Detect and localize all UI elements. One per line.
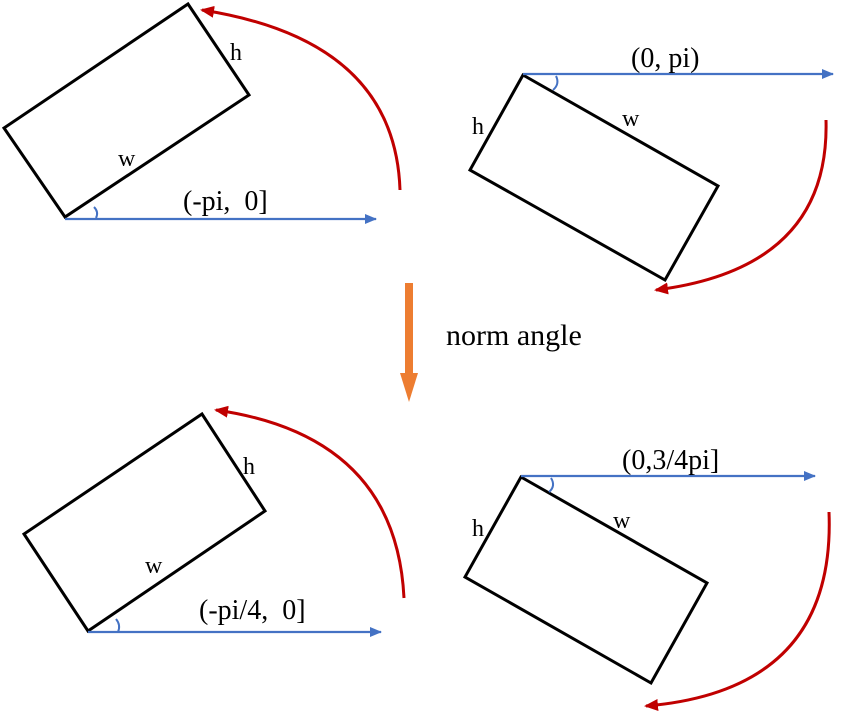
transform-arrow-head (400, 373, 418, 402)
angle-range-label: (-pi, 0] (183, 186, 268, 217)
height-label: h (472, 114, 484, 140)
panel-top-right: h w (0, pi) (467, 43, 834, 295)
width-label: w (118, 146, 136, 172)
angle-arc (115, 618, 121, 633)
transform-arrow-shaft (405, 283, 413, 375)
transform-label: norm angle (446, 319, 582, 352)
rectangle (1, 1, 252, 220)
angle-range-label: (-pi/4, 0] (199, 595, 306, 626)
width-label: w (145, 553, 163, 579)
angle-arc (93, 206, 99, 219)
angle-range-label: (0, pi) (631, 43, 699, 74)
rectangle (467, 72, 721, 283)
height-label: h (230, 40, 242, 66)
angle-arc (552, 75, 559, 91)
rectangle (462, 474, 710, 686)
angle-range-label: (0,3/4pi] (622, 445, 719, 476)
height-label: h (243, 454, 255, 480)
height-label: h (472, 516, 484, 542)
width-label: w (613, 508, 631, 534)
width-label: w (622, 106, 640, 132)
rotation-arrow (214, 405, 406, 599)
panel-top-left: h w (-pi, 0] (1, 1, 402, 224)
rectangle (21, 411, 268, 634)
rotation-arrow (654, 119, 828, 295)
panel-bottom-right: h w (0,3/4pi] (462, 445, 831, 711)
angle-arc (548, 477, 555, 493)
rotation-arrow (200, 5, 402, 191)
transform-step: norm angle (400, 283, 582, 402)
panel-bottom-left: h w (-pi/4, 0] (21, 405, 406, 637)
rotation-arrow (644, 511, 831, 711)
